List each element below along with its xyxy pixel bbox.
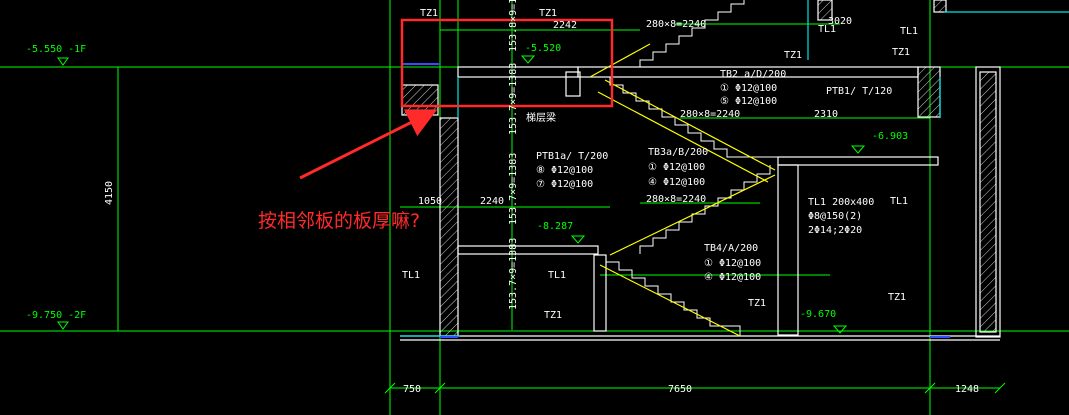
elev-triangle-left-mid [570,235,586,244]
tz-tag-6: TZ1 [748,298,766,309]
tb4-title: TB4/A/200 [704,243,758,254]
sloped-slab-lower [599,264,741,337]
stair-flight-top [639,0,745,67]
labels: -5.550 -1F -9.750 -2F 4150 750 7650 1248… [26,0,979,395]
tz-tag-1: TZ1 [420,8,438,19]
sloped-slabs [589,43,776,337]
tl1-spec-title: TL1 200x400 [808,197,874,208]
stair-beam-note: 梯层梁 [526,111,556,124]
sloped-slab-upper [604,79,776,171]
tz-tag-7: TZ1 [888,292,906,303]
elev-triangle-right-mid [850,145,866,154]
bottom-dim-1: 750 [403,384,421,395]
top-right-column [817,0,833,21]
bottom-dim-ticks [384,382,1006,394]
stair-dim-top-width: 2242 [553,20,577,31]
riser-dim-2: 153.7×9=1383 [508,63,519,135]
tz-tag-3: TZ1 [784,50,802,61]
tb4-rebar-1: ① Φ12@100 [704,258,761,269]
level-label-lower: -9.750 -2F [26,310,86,321]
riser-dim-4: 153.7×9=1383 [508,238,519,310]
ptb1-left-title: PTB1a/ T/200 [536,151,608,162]
ptb1-left-rebar-2: ⑦ Φ12@100 [536,179,593,190]
elev-upper: -5.520 [525,43,561,54]
stair-flights [606,0,778,336]
stair-flight-lower [606,261,741,336]
stair-dim-mid-run-1: 280×8=2240 [680,109,740,120]
riser-dim-1: 153.8×9=1375 [508,0,519,52]
annotation-arrow [299,109,438,180]
riser-dim-3: 153.7×9=1383 [508,153,519,225]
bottom-dim-3: 1248 [955,384,979,395]
tz-column-right [777,164,799,336]
tb3-rebar-2: ④ Φ12@100 [648,177,705,188]
level-triangle-lower [57,321,69,330]
sloped-slab-mid [609,174,776,256]
tz-column-center [593,254,607,332]
tz-tag-5: TZ1 [544,310,562,321]
annotation-question: 按相邻板的板厚嘛? [258,210,420,232]
tb3-rebar-1: ① Φ12@100 [648,162,705,173]
left-dim-2: 2240 [480,196,504,207]
left-column-hatch [401,84,439,116]
elev-right-mid: -6.903 [872,131,908,142]
stair-dim-top-run: 280×8=2240 [646,19,706,30]
tl1-spec-rebar-2: 2Φ14;2Φ20 [808,225,862,236]
sloped-slab-top [589,43,651,78]
level-triangle-upper [57,57,69,66]
elev-triangle-upper [520,55,536,64]
tl-tag-5: TL1 [548,270,566,281]
level-label-upper: -5.550 -1F [26,44,86,55]
tb3-title: TB3a/B/200 [648,147,708,158]
level-markers [57,55,866,334]
tl-tag-2: TL1 [900,26,918,37]
elev-lower-right: -9.670 [800,309,836,320]
left-dim-1: 1050 [418,196,442,207]
right-wall-hatch [979,71,997,333]
tb2-title: TB2 a/D/200 [720,69,786,80]
top-far-right-column [933,0,947,13]
tb2-rebar-1: ① Φ12@100 [720,83,777,94]
highlight-box [400,18,614,108]
tl-tag-3: TL1 [890,196,908,207]
tb4-rebar-2: ④ Φ12@100 [704,272,761,283]
upper-beam [565,71,581,97]
cyan-details [400,0,1069,337]
stair-flight-mid [639,165,771,254]
ptb1-right-title: PTB1/ T/120 [826,86,892,97]
right-wall [975,66,1001,338]
elev-left-mid: -8.287 [537,221,573,232]
stair-dim-mid-run-2: 280×8=2240 [646,194,706,205]
mid-landing-slab-right [777,156,939,166]
elev-triangle-lower-right [832,325,848,334]
tl-tag-1: TL1 [818,24,836,35]
tz-tag-2: TZ1 [539,8,557,19]
right-column-upper [917,66,941,118]
blue-accents [402,63,950,338]
tl-tag-4: TL1 [402,270,420,281]
mid-landing-slab-left [457,245,599,255]
tz-tag-4: TZ1 [892,47,910,58]
tl1-spec-rebar-1: Φ8@150(2) [808,211,862,222]
bottom-dim-2: 7650 [668,384,692,395]
stair-dim-top-right: 3020 [828,16,852,27]
sloped-slab-upper-under [597,91,769,183]
stair-dim-right-span: 2310 [814,109,838,120]
overall-height-dim: 4150 [104,181,115,205]
ptb1-left-rebar-1: ⑧ Φ12@100 [536,165,593,176]
tb2-rebar-2: ⑤ Φ12@100 [720,96,777,107]
left-wall [439,117,459,337]
